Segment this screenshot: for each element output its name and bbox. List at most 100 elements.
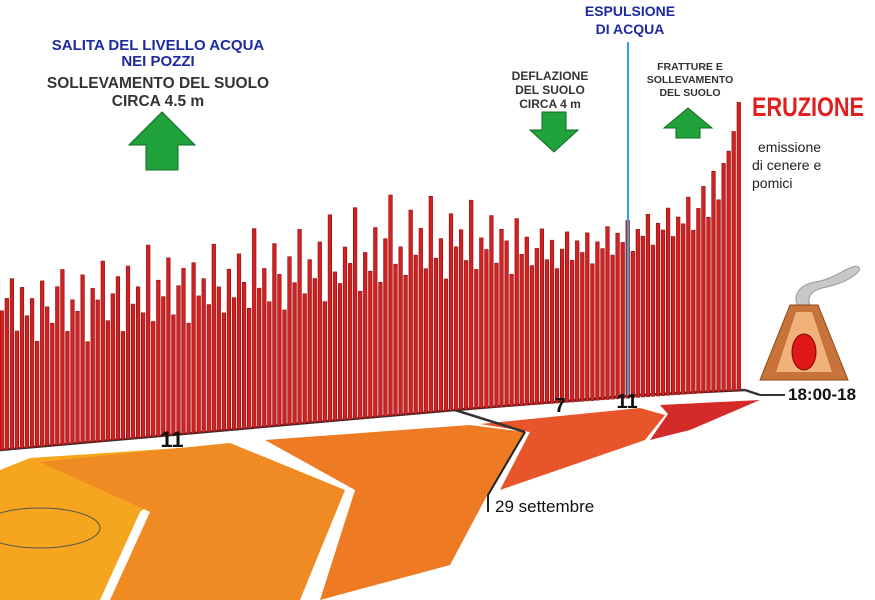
seismic-bar — [292, 282, 297, 425]
ground-band-4 — [480, 408, 665, 490]
seismic-bar — [29, 298, 35, 448]
seismic-bar — [120, 331, 125, 440]
seismic-bar — [716, 199, 721, 393]
uplift-label-line2: CIRCA 4.5 m — [112, 93, 204, 110]
eruption-label: ERUZIONE — [752, 92, 864, 122]
seismic-bar — [327, 214, 333, 422]
ground-bands — [0, 400, 760, 600]
seismic-bar — [600, 248, 605, 401]
seismic-bar — [171, 314, 176, 436]
seismic-bar — [539, 228, 544, 405]
seismic-bar — [45, 306, 50, 447]
seismic-bar — [393, 263, 398, 416]
seismic-bar — [676, 216, 681, 395]
seismic-bar — [605, 226, 610, 400]
seismic-bar — [519, 254, 524, 406]
seismic-bar — [423, 268, 428, 414]
seismic-bar — [130, 303, 136, 439]
uplift-label-line1: SOLLEVAMENTO DEL SUOLO — [47, 75, 269, 92]
seismic-bar — [534, 248, 539, 405]
volcano-icon — [759, 265, 861, 381]
seismic-bar — [75, 310, 80, 444]
fractures-label-line2: SOLLEVAMENTO — [647, 74, 734, 86]
seismic-bar — [469, 199, 474, 410]
seismic-bar — [373, 227, 378, 418]
seismic-bar — [0, 310, 4, 451]
seismic-bar — [34, 340, 40, 448]
arrow-down-icon — [528, 111, 580, 153]
seismic-bar — [252, 228, 257, 429]
seismic-bar — [655, 222, 661, 397]
emission-label-line1: emissione — [758, 139, 821, 155]
seismic-bar — [85, 341, 90, 443]
seismic-bar — [428, 196, 433, 413]
seismic-bar — [489, 215, 494, 408]
seismic-bar — [686, 196, 691, 395]
seismic-bar — [383, 238, 388, 417]
expulsion-label-line2: DI ACQUA — [596, 21, 665, 37]
ground-band-2 — [40, 443, 345, 600]
tick-label-11-left: 11 — [160, 427, 183, 452]
seismic-bar — [4, 298, 9, 450]
seismic-bar — [352, 207, 358, 420]
seismic-bar — [378, 281, 383, 417]
seismic-bar — [95, 299, 100, 442]
seismic-bar — [161, 296, 166, 437]
seismic-bar — [731, 131, 736, 392]
seismic-bar — [50, 322, 55, 446]
seismic-bar — [322, 301, 327, 422]
seismic-bar — [226, 268, 232, 431]
seismic-bar — [464, 260, 469, 410]
seismic-bar — [196, 295, 201, 433]
seismic-bar — [494, 262, 499, 408]
seismic-bar — [549, 239, 555, 404]
seismic-bar — [19, 287, 25, 449]
seismic-bar — [201, 278, 206, 433]
seismic-bar — [479, 237, 484, 409]
seismic-bar — [524, 236, 529, 406]
time-label: 18:00-18 — [788, 385, 856, 404]
seismic-bar — [368, 270, 373, 418]
seismic-bar — [166, 257, 171, 436]
seismic-bar — [191, 262, 196, 434]
seismic-bar — [408, 209, 413, 415]
seismic-bar — [484, 249, 489, 409]
seismic-bar — [403, 274, 408, 415]
seismic-bar — [726, 150, 731, 392]
tick-label-7: 7 — [554, 395, 565, 417]
seismic-bar — [242, 281, 247, 429]
seismic-bar — [358, 290, 363, 419]
seismic-bar — [448, 213, 454, 411]
deflation-label-line2: DEL SUOLO — [515, 83, 585, 97]
seismic-bar — [40, 280, 45, 447]
seismic-bar — [580, 252, 585, 402]
seismic-bar — [211, 243, 216, 432]
seismic-bar — [630, 251, 635, 398]
seismic-bar — [736, 102, 741, 391]
seismic-bar — [575, 240, 580, 402]
seismic-bar — [9, 278, 15, 450]
seismic-bar — [181, 268, 186, 435]
seismic-bar — [332, 271, 338, 421]
seismic-bar — [529, 265, 534, 406]
water-rise-label-line2: NEI POZZI — [121, 53, 194, 70]
seismic-bar — [514, 218, 519, 407]
seismic-bar — [388, 194, 393, 417]
emission-label-line2: di cenere e — [752, 157, 821, 173]
seismic-bar — [216, 286, 221, 432]
ground-band-3 — [265, 425, 525, 600]
seismic-bar — [453, 246, 459, 411]
expulsion-label-line1: ESPULSIONE — [585, 3, 675, 19]
seismic-bar — [302, 293, 307, 424]
seismic-bar — [307, 259, 312, 424]
seismic-bar — [570, 260, 575, 403]
seismic-bar — [706, 217, 711, 393]
seismic-bar — [70, 299, 75, 445]
seismic-bar — [146, 244, 151, 438]
seismic-bar — [80, 274, 85, 444]
seismic-bar — [701, 186, 706, 394]
seismic-bar — [267, 301, 272, 427]
tick-label-11-right: 11 — [616, 391, 637, 413]
seismic-bar — [418, 228, 423, 414]
